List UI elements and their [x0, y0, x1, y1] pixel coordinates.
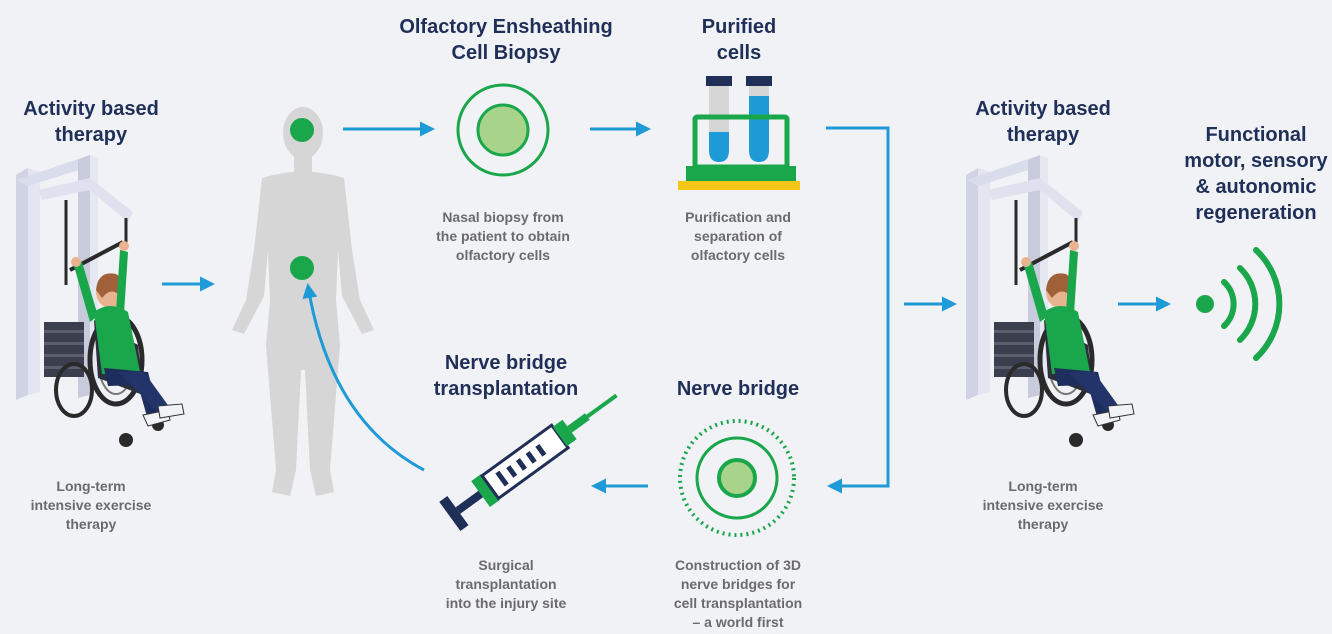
- transplantation-title: Nerve bridge transplantation: [433, 352, 579, 400]
- nerve-bridge-caption: Construction of 3D nerve bridges for cel…: [673, 557, 803, 630]
- syringe-icon: [439, 393, 618, 532]
- nerve-bridge-title: Nerve bridge: [676, 378, 800, 400]
- arrow: [302, 283, 425, 472]
- wheelchair-therapy-icon: [16, 155, 184, 447]
- biopsy-title: Olfactory Ensheathing Cell Biopsy: [399, 16, 613, 64]
- therapy-left-caption: Long-term intensive exercise therapy: [30, 478, 152, 532]
- nerve-bridge-icon: [678, 419, 796, 537]
- test-tubes-icon: [678, 76, 800, 190]
- transplantation-caption: Surgical transplantation into the injury…: [445, 557, 567, 611]
- cell-icon: [456, 83, 550, 177]
- therapy-right-title: Activity based therapy: [975, 98, 1111, 146]
- outcome-title: Functional motor, sensory & autonomic re…: [1184, 124, 1328, 224]
- therapy-right-caption: Long-term intensive exercise therapy: [982, 478, 1104, 532]
- wheelchair-therapy-icon: [966, 155, 1134, 447]
- purified-caption: Purification and separation of olfactory…: [685, 209, 791, 263]
- therapy-left-title: Activity based therapy: [23, 98, 159, 146]
- brain-marker: [290, 118, 314, 142]
- purified-title: Purified cells: [701, 16, 777, 64]
- arrow: [826, 126, 890, 494]
- biopsy-caption: Nasal biopsy from the patient to obtain …: [436, 209, 570, 263]
- human-body-icon: [232, 107, 374, 496]
- injury-site-marker: [290, 256, 314, 280]
- signal-waves-icon: [1196, 247, 1283, 361]
